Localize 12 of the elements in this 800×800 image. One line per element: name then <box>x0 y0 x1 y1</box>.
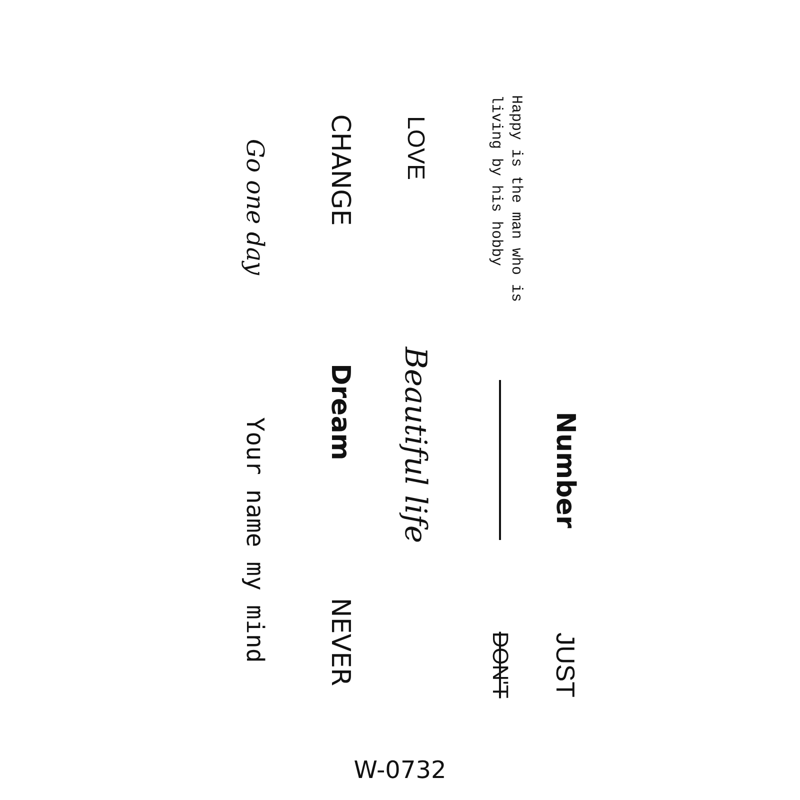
code-label: W-0732 <box>354 756 446 784</box>
word-text: LOVE <box>401 116 429 180</box>
script-text: Beautiful life <box>398 346 432 544</box>
motto-text: Happy is the man who is living by his hobby <box>486 95 526 304</box>
word-text: CHANGE <box>325 114 355 226</box>
word-text: Dream <box>325 364 355 460</box>
word-text: JUST <box>550 632 580 698</box>
phrase-text: Your name my mind <box>241 417 269 663</box>
word-text: DON'T <box>487 632 513 698</box>
word-text: Number <box>550 412 580 528</box>
script-text: Go one day <box>241 138 269 276</box>
word-text: NEVER <box>325 598 355 686</box>
